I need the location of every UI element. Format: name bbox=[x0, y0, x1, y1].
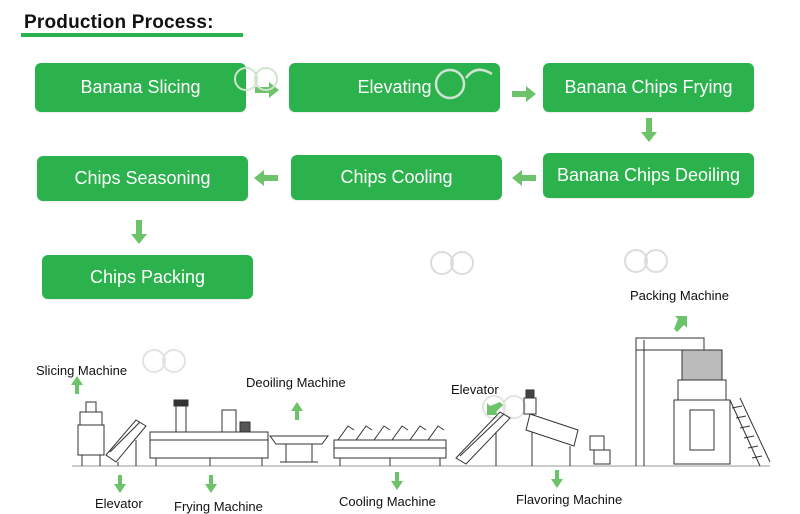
label-frying-machine: Frying Machine bbox=[174, 499, 263, 514]
arrow-up-icon bbox=[71, 376, 83, 394]
watermark-logo bbox=[624, 249, 668, 273]
arrow-up-right-icon bbox=[674, 316, 687, 332]
arrow-left-icon bbox=[512, 170, 536, 186]
arrow-down-icon bbox=[551, 470, 563, 488]
label-deoiling-machine: Deoiling Machine bbox=[246, 375, 346, 390]
frying-machine-illustration bbox=[149, 399, 269, 466]
arrow-down-icon bbox=[391, 472, 403, 490]
deoiling-machine-illustration bbox=[269, 435, 329, 463]
arrow-up-icon bbox=[291, 402, 303, 420]
arrow-up-left-icon bbox=[487, 402, 503, 415]
step-chips-cooling: Chips Cooling bbox=[291, 155, 502, 200]
step-banana-chips-deoiling: Banana Chips Deoiling bbox=[543, 153, 754, 198]
label-packing-machine: Packing Machine bbox=[630, 288, 729, 303]
arrow-down-icon bbox=[641, 118, 657, 142]
elevator-illustration bbox=[455, 411, 511, 466]
page-title: Production Process: bbox=[24, 12, 214, 33]
step-banana-chips-frying: Banana Chips Frying bbox=[543, 63, 754, 112]
label-flavoring-machine: Flavoring Machine bbox=[516, 492, 623, 507]
label-cooling-machine: Cooling Machine bbox=[339, 494, 436, 509]
step-chips-packing: Chips Packing bbox=[42, 255, 253, 299]
slicing-machine-illustration bbox=[77, 401, 105, 466]
watermark-logo bbox=[142, 349, 186, 373]
arrow-down-icon bbox=[114, 475, 126, 493]
watermark-logo bbox=[434, 68, 493, 100]
label-elevator: Elevator bbox=[95, 496, 143, 511]
arrow-down-icon bbox=[131, 220, 147, 244]
packing-machine-illustration bbox=[635, 337, 771, 467]
arrow-down-icon bbox=[205, 475, 217, 493]
label-elevator-2: Elevator bbox=[451, 382, 499, 397]
watermark-logo bbox=[430, 251, 474, 275]
arrow-right-icon bbox=[512, 86, 536, 102]
label-slicing-machine: Slicing Machine bbox=[36, 363, 128, 378]
elevator-illustration bbox=[105, 419, 147, 466]
step-banana-slicing: Banana Slicing bbox=[35, 63, 246, 112]
cooling-machine-illustration bbox=[333, 425, 447, 466]
arrow-left-icon bbox=[254, 170, 278, 186]
step-chips-seasoning: Chips Seasoning bbox=[37, 156, 248, 201]
title-underline bbox=[21, 33, 243, 37]
flavoring-machine-illustration bbox=[523, 389, 611, 466]
watermark-logo bbox=[234, 67, 278, 91]
